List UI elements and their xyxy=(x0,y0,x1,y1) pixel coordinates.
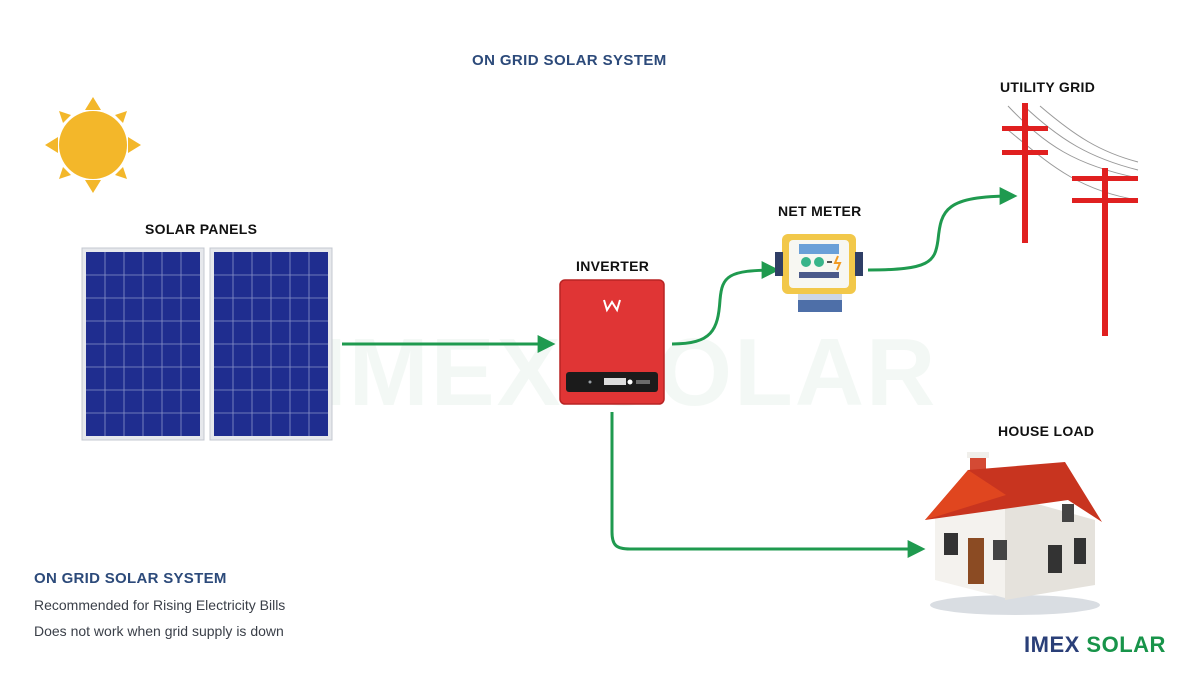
solar-panels-label: SOLAR PANELS xyxy=(145,221,258,237)
sun-icon xyxy=(45,97,141,193)
net-meter-label: NET METER xyxy=(778,203,862,219)
info-box: ON GRID SOLAR SYSTEM Recommended for Ris… xyxy=(34,570,285,639)
info-line-2: Does not work when grid supply is down xyxy=(34,623,284,639)
house-image xyxy=(925,452,1102,615)
brand-logo: IMEX SOLAR xyxy=(1024,632,1166,658)
solar-panels-image xyxy=(81,247,333,441)
utility-grid-label: UTILITY GRID xyxy=(1000,79,1096,95)
net-meter-image xyxy=(775,234,863,312)
house-load-label: HOUSE LOAD xyxy=(998,423,1095,439)
info-title: ON GRID SOLAR SYSTEM xyxy=(34,570,227,587)
inverter-label: INVERTER xyxy=(576,258,650,274)
brand-logo-part1: IMEX xyxy=(1024,632,1080,657)
info-line-1: Recommended for Rising Electricity Bills xyxy=(34,597,286,613)
utility-grid-image xyxy=(1002,103,1139,336)
flow-arrow-meter-to-grid xyxy=(867,187,1018,272)
inverter-image xyxy=(559,279,665,405)
flow-arrow-inverter-to-meter xyxy=(671,261,780,346)
diagram-title: ON GRID SOLAR SYSTEM xyxy=(472,52,667,69)
flow-arrow-inverter-to-house xyxy=(610,412,926,558)
brand-logo-part2: SOLAR xyxy=(1086,632,1166,657)
